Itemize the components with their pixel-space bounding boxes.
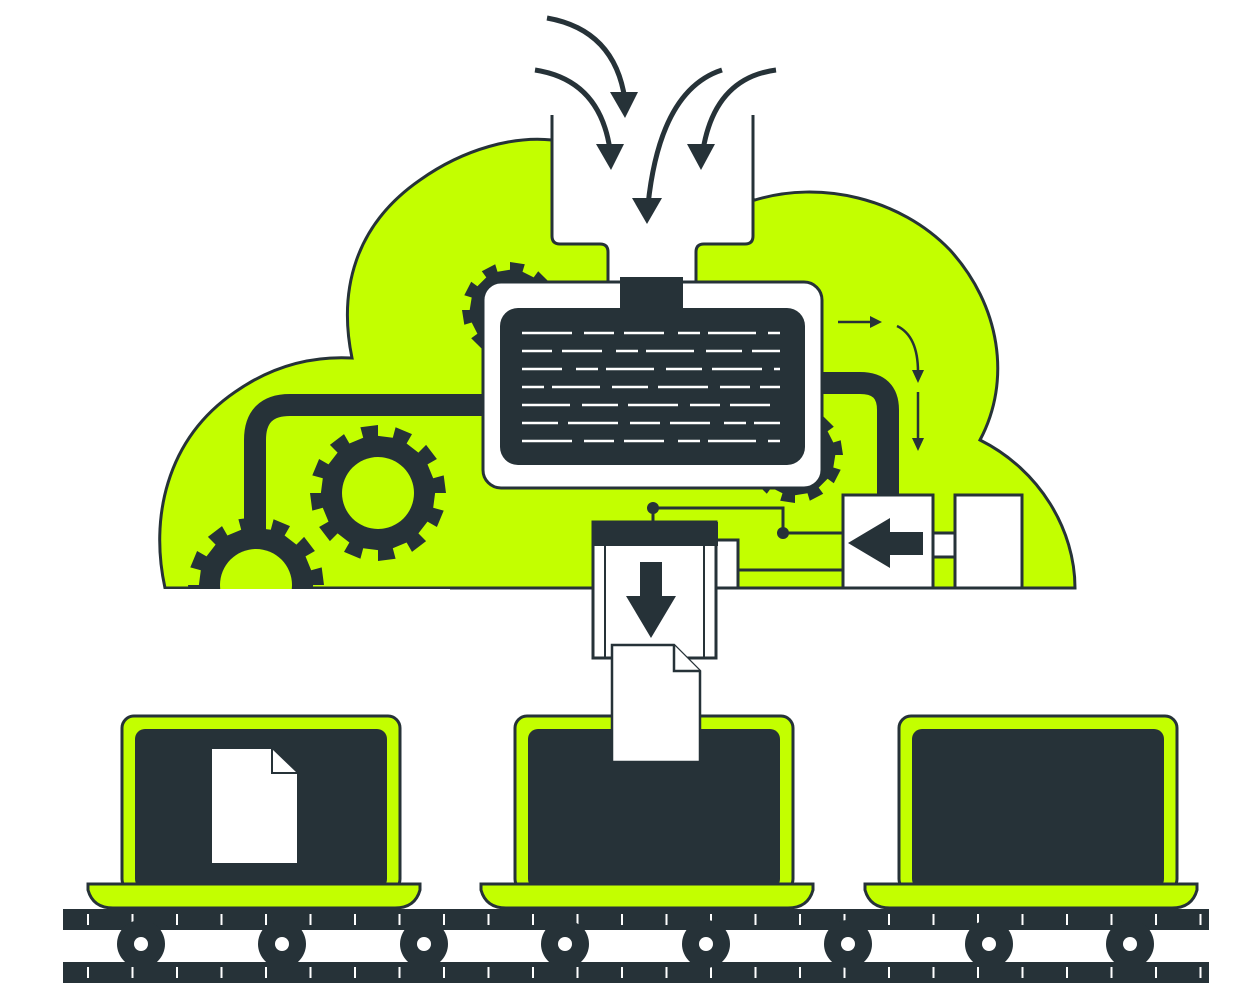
pipes	[244, 372, 899, 545]
arrowhead	[912, 370, 924, 383]
arrowhead	[596, 144, 624, 170]
arrow-box-connector	[931, 531, 957, 559]
arrowhead	[632, 198, 662, 224]
document-fold	[271, 749, 297, 774]
screen-text-lines	[522, 331, 780, 443]
wheel-axle	[275, 937, 289, 951]
incoming-arrow	[645, 67, 723, 206]
laptop-icon	[863, 714, 1199, 910]
arrow-unit	[841, 493, 1024, 590]
side-box	[953, 493, 1024, 590]
arrowhead	[870, 316, 882, 328]
incoming-arrow	[700, 67, 777, 151]
document-fold	[672, 645, 700, 673]
document-icon	[212, 749, 297, 863]
laptop-screen	[912, 729, 1164, 889]
monitor	[481, 277, 824, 490]
wheel-axle	[417, 937, 431, 951]
download-unit	[591, 520, 740, 660]
pipe-left	[244, 394, 485, 545]
gear-icon	[310, 425, 446, 561]
arrowhead	[687, 144, 715, 170]
conveyor-rail	[63, 909, 1209, 930]
document-icon	[610, 643, 702, 764]
left-arrow-icon	[848, 518, 923, 568]
gear-hole	[342, 457, 414, 529]
connector-dot	[647, 502, 659, 514]
wheel-axle	[1123, 937, 1137, 951]
laptops	[86, 714, 1199, 910]
flow-arrow	[896, 324, 920, 373]
incoming-arrow	[534, 67, 613, 151]
laptop-icon	[86, 714, 422, 910]
connectors	[647, 502, 843, 572]
monitor-tab	[620, 277, 683, 310]
wheel-axle	[699, 937, 713, 951]
falling-document	[610, 643, 702, 764]
wheel-axle	[558, 937, 572, 951]
conveyor-belt	[63, 909, 1209, 983]
download-box-top	[593, 522, 718, 546]
incoming-arrows	[534, 15, 777, 224]
download-box-side	[714, 538, 740, 590]
connector-wire	[653, 506, 843, 535]
laptop-base	[863, 882, 1199, 910]
laptop-icon	[479, 714, 815, 910]
conveyor-rail	[63, 962, 1209, 983]
arrowhead	[610, 92, 638, 118]
flow-arrows	[838, 316, 924, 451]
wheel-axle	[982, 937, 996, 951]
wheel-axle	[841, 937, 855, 951]
connector-dot	[777, 527, 789, 539]
download-arrow-icon	[626, 562, 676, 638]
gear-mask	[150, 589, 450, 669]
monitor-screen	[500, 308, 805, 465]
laptop-screen	[528, 729, 780, 889]
wheel-axle	[134, 937, 148, 951]
arrowhead	[912, 438, 924, 451]
pipe-right	[815, 372, 899, 500]
laptop-base	[86, 882, 422, 910]
incoming-arrow	[546, 15, 628, 101]
laptop-base	[479, 882, 815, 910]
